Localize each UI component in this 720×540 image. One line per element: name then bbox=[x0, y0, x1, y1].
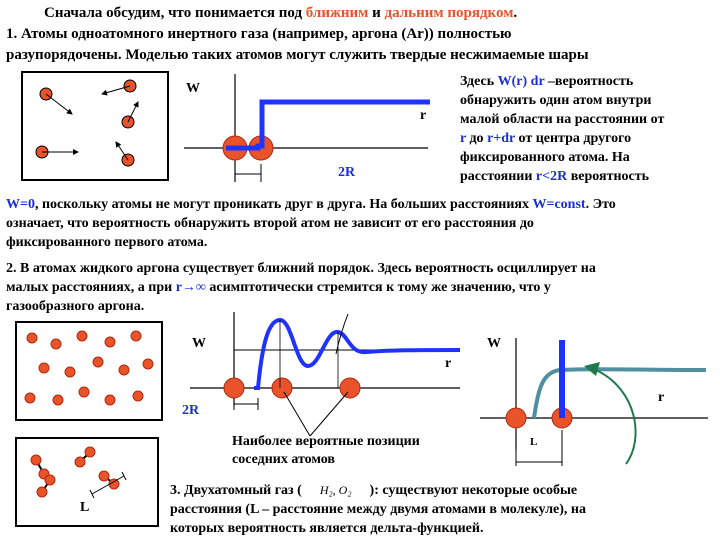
para1-line2: означает, что вероятность обнаружить вто… bbox=[6, 216, 534, 231]
section3-line3: которых вероятность является дельта-функ… bbox=[170, 521, 484, 536]
section3-formula: H₂, O₂ bbox=[319, 483, 352, 497]
section1-line1: 1. Атомы одноатомного инертного газа (на… bbox=[6, 26, 512, 42]
graph1-r-label: r bbox=[420, 108, 427, 123]
graph2-atom-neighbor-2 bbox=[339, 377, 361, 399]
graph3-w-label: W bbox=[487, 336, 501, 351]
section2-line1: 2. В атомах жидкого аргона существует бл… bbox=[6, 261, 596, 276]
section2-line3: газообразного аргона. bbox=[6, 299, 145, 314]
molecule-l-dimension bbox=[91, 475, 125, 495]
graph3-teal-curve bbox=[532, 367, 707, 419]
section2-line2: малых расстояниях, а при r→∞ асимптотиче… bbox=[6, 280, 551, 295]
note-line1: Здесь W(r) dr –вероятность bbox=[460, 74, 634, 89]
note-line3: малой области на расстоянии от bbox=[460, 112, 665, 127]
section3-line1: 3. Двухатомный газ (H₂, O₂): существуют … bbox=[170, 483, 578, 498]
graph2-2r-label: 2R bbox=[182, 403, 200, 418]
note-line6: расстоянии r<2R вероятность bbox=[460, 169, 650, 184]
graph2-callout-scribble bbox=[335, 313, 349, 355]
section3-line2: расстояния (L – расстояние между двумя а… bbox=[170, 502, 587, 517]
note-line2: обнаружить один атом внутри bbox=[460, 93, 652, 108]
callout-pointers bbox=[283, 391, 349, 437]
page-title: Сначала обсудим, что понимается под ближ… bbox=[44, 4, 517, 22]
graph1-w-label: W bbox=[186, 81, 200, 96]
para1-line1: W=0, поскольку атомы не могут проникать … bbox=[6, 197, 616, 212]
title-pre: Сначала обсудим, что понимается под bbox=[44, 5, 306, 21]
title-post: . bbox=[513, 5, 518, 21]
graph2-oscillating-function bbox=[190, 312, 461, 410]
title-far-order: дальним порядком bbox=[384, 5, 514, 21]
molecule-l-label: L bbox=[80, 500, 90, 515]
graph2-atom-neighbor-1 bbox=[271, 377, 293, 399]
graph2-w-label: W bbox=[192, 336, 206, 351]
title-near-order: ближним bbox=[305, 5, 369, 21]
title-mid: и bbox=[368, 5, 385, 21]
graph3-curved-arrow bbox=[595, 369, 637, 465]
graph3-delta-function bbox=[480, 338, 708, 466]
graph3-r-label: r bbox=[658, 390, 665, 405]
callout-line2: соседних атомов bbox=[232, 452, 335, 467]
graph1-step-function bbox=[184, 74, 430, 182]
callout-line1: Наиболее вероятные позиции bbox=[232, 434, 420, 449]
graph2-w-curve bbox=[254, 317, 461, 390]
note-line4: r до r+dr от центра другого bbox=[460, 131, 632, 146]
graph3-l-label: L bbox=[530, 436, 538, 448]
gas-atoms-box bbox=[21, 71, 169, 181]
section1-line2: разупорядочены. Моделью таких атомов мог… bbox=[6, 47, 589, 63]
para1-line3: фиксированного первого атома. bbox=[6, 235, 208, 250]
graph2-r-label: r bbox=[445, 356, 452, 371]
liquid-atoms-box bbox=[15, 321, 163, 421]
graph2-atom-fixed bbox=[223, 377, 245, 399]
graph1-w-curve bbox=[226, 99, 430, 151]
note-line5: фиксированного атома. На bbox=[460, 150, 630, 165]
graph1-2r-label: 2R bbox=[338, 165, 356, 180]
molecule-box bbox=[15, 437, 159, 527]
graph3-atom-fixed bbox=[505, 407, 527, 429]
